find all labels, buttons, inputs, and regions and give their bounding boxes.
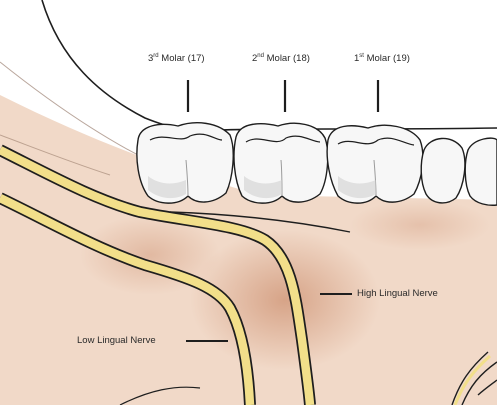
label-second-molar: 2nd Molar (18)	[252, 53, 310, 64]
tooth-premolar-2	[465, 138, 497, 205]
label-first-molar: 1st Molar (19)	[354, 53, 410, 64]
tongue-outline	[42, 0, 497, 131]
label-third-molar: 3rd Molar (17)	[148, 53, 205, 64]
label-high-lingual-nerve: High Lingual Nerve	[357, 288, 438, 299]
tooth-premolar	[421, 138, 465, 202]
molar-pointers	[188, 80, 378, 112]
molar-teeth	[137, 123, 497, 205]
label-low-lingual-nerve: Low Lingual Nerve	[77, 335, 156, 346]
